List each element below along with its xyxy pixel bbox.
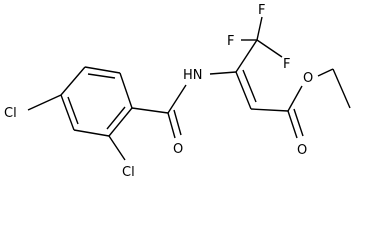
amide-group: O HN (131, 68, 203, 157)
c-f-bond (256, 16, 263, 41)
fluorine-left-label: F (227, 34, 234, 49)
ring-bond (108, 107, 133, 137)
dichlorophenyl-ring (60, 66, 133, 137)
ester-c-o-double-bond (287, 110, 298, 139)
cl-para-label: Cl (4, 106, 17, 121)
ester-c-o-single-bond (287, 85, 303, 112)
ring-bond (73, 129, 110, 137)
ring-double-bond (67, 96, 79, 125)
vinyl-to-ester-bond (250, 108, 289, 112)
ch2-ch3-bond (332, 68, 351, 109)
fluorine-right-label: F (283, 57, 290, 72)
c-f-bond (256, 39, 283, 58)
trifluorobutenoate-chain (209, 39, 289, 112)
ring-bond (119, 72, 133, 109)
cl-ortho-label: Cl (122, 165, 135, 180)
nh-label: HN (183, 68, 203, 83)
trifluoromethyl-group: F F F (227, 3, 290, 72)
ring-double-bond (87, 73, 116, 79)
amide-oxygen-label: O (173, 142, 183, 157)
structure-drawing: Cl Cl O HN F F F O O (4, 3, 351, 180)
ring-bond (84, 66, 121, 74)
amide-c-o-double-bond (167, 112, 176, 139)
ring-double-bond (106, 106, 126, 130)
ethyl-ester-group: O O (287, 68, 351, 158)
ring-bond (60, 66, 86, 96)
ring-bond (60, 94, 75, 131)
ring-to-carbonyl-bond (131, 107, 169, 114)
c-c-double-bond (235, 71, 252, 110)
o-ch2-bond (317, 68, 334, 77)
n-to-vinyl-bond (209, 71, 237, 75)
cl-para-bond (27, 94, 62, 111)
cl-ortho-bond (108, 135, 126, 161)
fluorine-top-label: F (258, 3, 265, 18)
carbonyl-to-n-bond (167, 84, 187, 114)
amide-c-o-double-bond (173, 109, 182, 136)
ester-oxygen-label: O (303, 71, 313, 86)
vinyl-to-cf3-bond (235, 39, 258, 73)
ester-carbonyl-oxygen-label: O (297, 143, 307, 158)
c-c-double-bond (242, 69, 257, 103)
ester-c-o-double-bond (293, 108, 304, 137)
molecule-structure: Cl Cl O HN F F F O O (4, 3, 351, 180)
